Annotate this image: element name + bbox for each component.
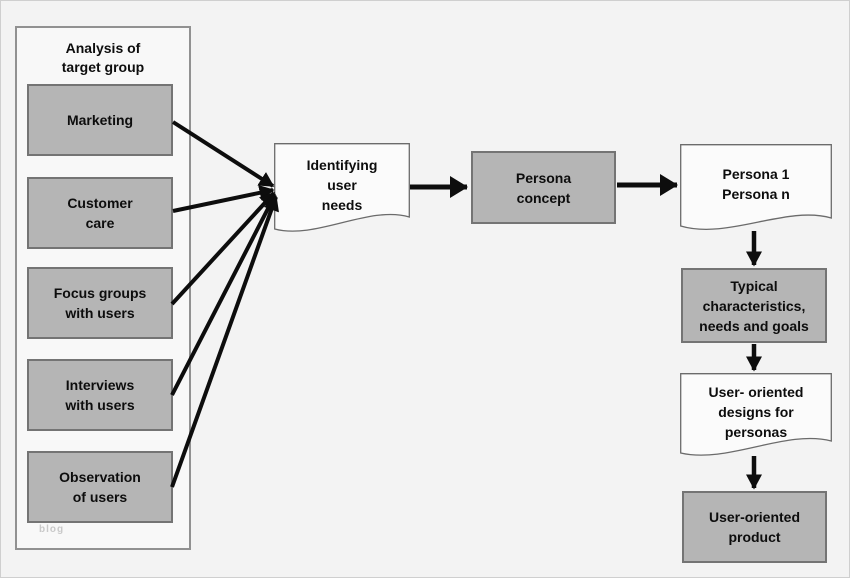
node-user-oriented-designs: User- oriented designs for personas bbox=[680, 373, 832, 463]
document-shape bbox=[680, 373, 832, 456]
node-customer-care: Customer care bbox=[27, 177, 173, 249]
node-identifying-user-needs: Identifying user needs bbox=[274, 143, 410, 239]
node-interviews: Interviews with users bbox=[27, 359, 173, 431]
user-oriented-designs-label: User- oriented designs for personas bbox=[708, 384, 804, 440]
document-shape bbox=[680, 144, 832, 230]
identifying-user-needs-label: Identifying user needs bbox=[306, 157, 378, 213]
analysis-group-title: Analysis of target group bbox=[61, 40, 145, 75]
document-shape bbox=[274, 143, 410, 232]
node-typical-characteristics: Typical characteristics, needs and goals bbox=[681, 268, 827, 343]
watermark-text: blog bbox=[39, 524, 65, 535]
node-marketing: Marketing bbox=[27, 84, 173, 156]
node-observation: Observation of users bbox=[27, 451, 173, 523]
node-focus-groups: Focus groups with users bbox=[27, 267, 173, 339]
node-personas: Persona 1 Persona n bbox=[680, 144, 832, 238]
node-user-oriented-product: User-oriented product bbox=[682, 491, 827, 563]
node-persona-concept: Persona concept bbox=[471, 151, 616, 224]
personas-label: Persona 1 Persona n bbox=[722, 166, 790, 202]
